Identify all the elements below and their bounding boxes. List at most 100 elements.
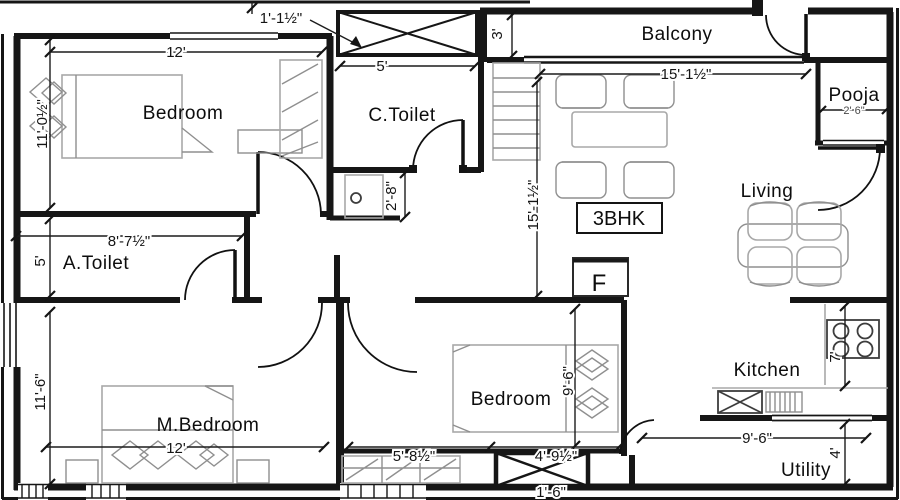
furniture [28, 59, 888, 484]
door-jamb [409, 165, 417, 173]
dim-utility-depth: 4' [827, 447, 844, 458]
door-bedroom2 [347, 302, 418, 373]
fridge-box [572, 257, 629, 297]
dim-bedroom1-width: 12' [166, 44, 186, 61]
duct-cross [337, 11, 478, 56]
washbasin [344, 174, 384, 219]
dining-chair [623, 161, 675, 199]
door-jamb [459, 165, 467, 173]
window-mullions [21, 484, 44, 498]
leader-top-offset [246, 2, 362, 48]
bed-mbedroom [65, 385, 270, 484]
door-atoilet [184, 249, 237, 301]
blanket-fold [181, 127, 214, 153]
window-utility [772, 412, 872, 423]
badges: 3BHK F [576, 202, 663, 297]
label-living: Living [741, 181, 794, 202]
armchair [796, 246, 842, 285]
window-gap [772, 412, 872, 423]
dim-ticks [342, 441, 625, 453]
window-gap [823, 138, 884, 147]
dim-utility-width: 9'-6" [742, 430, 772, 447]
dimension-lines [10, 2, 891, 490]
pillow [110, 440, 178, 470]
dim-living-depth: 15'-1½" [525, 180, 542, 231]
dining-table [571, 111, 668, 148]
dimension-texts: 1'-1½" 12' 11'-0½" 5' 2'-8" 3' 15'-1½" 1… [30, 8, 866, 500]
bed-bedroom2 [452, 344, 619, 433]
door-arc [765, 14, 807, 56]
dim-ticks [399, 167, 411, 223]
window-gap [18, 483, 48, 500]
doors [184, 14, 885, 455]
dim-bedroom1-depth: 11'-0½" [34, 99, 51, 149]
wardrobe-hatch [281, 63, 319, 157]
dim-ctoilet-width: 5' [376, 58, 387, 75]
leader-line [309, 19, 361, 47]
crockery-unit [492, 62, 541, 161]
pillow [28, 77, 68, 107]
dim-duct-width: 1'-6" [536, 484, 566, 500]
blanket-fold [204, 385, 234, 401]
window-pooja [823, 138, 884, 147]
stove [826, 319, 880, 359]
window-gap [86, 483, 126, 500]
burner [832, 340, 850, 358]
label-pooja: Pooja [828, 85, 879, 106]
pillow [28, 111, 68, 141]
dim-bedroom2-width: 4'-9½" [535, 448, 577, 465]
armchair-back [749, 201, 840, 287]
door-jamb [802, 53, 810, 61]
wardrobe-dividers [381, 456, 421, 483]
bed-outline [101, 385, 234, 484]
duct-top [336, 10, 479, 57]
fridge-label: F [592, 270, 607, 297]
dim-mbedroom-depth: 11'-6" [32, 373, 49, 410]
duct-bottom [493, 450, 591, 489]
window-bedroom1-top [170, 30, 278, 42]
window-mbedroom-left [0, 303, 21, 367]
bed-outline [61, 74, 183, 159]
dim-atoilet-width: 8'-7½" [108, 233, 150, 250]
label-bedroom2: Bedroom [471, 389, 552, 410]
dim-pooja-width: 2' 6" [843, 105, 864, 117]
dim-balcony-depth: 3' [489, 28, 506, 39]
window-gap [524, 54, 804, 65]
wardrobe-bedroom1 [279, 59, 323, 159]
window-bottom-a [18, 483, 48, 500]
door-arc [817, 147, 881, 211]
door-bedroom1 [256, 151, 322, 215]
fridge [572, 257, 629, 297]
dim-ticks [334, 60, 481, 72]
dim-ticks [636, 432, 872, 444]
unit-type-box [576, 202, 663, 234]
door-utility [619, 419, 655, 455]
dim-ticks [44, 306, 56, 490]
dim-balcony-width: 15'-1½" [661, 66, 712, 83]
label-kitchen: Kitchen [734, 360, 801, 381]
label-utility: Utility [781, 460, 831, 481]
door-mbedroom [257, 302, 323, 368]
window-balcony-sill [524, 54, 804, 65]
door-jamb [876, 144, 885, 153]
burner [856, 322, 874, 340]
door-arc [412, 119, 464, 171]
dim-ticks [839, 418, 851, 490]
dim-atoilet-depth: 5' [32, 255, 49, 266]
burner [856, 340, 874, 358]
window-gap [170, 30, 278, 42]
door-arc [257, 151, 322, 215]
dim-mbedroom-width: 12' [166, 440, 186, 457]
pillow [574, 387, 610, 419]
dim-ticks [10, 230, 248, 242]
label-mbedroom: M.Bedroom [157, 415, 260, 436]
chair-back [562, 107, 668, 163]
dim-ticks [817, 105, 891, 115]
bed-outline [452, 344, 619, 433]
dining-chair [555, 74, 607, 109]
window-mullions [91, 484, 120, 498]
window-mullions [347, 484, 414, 498]
